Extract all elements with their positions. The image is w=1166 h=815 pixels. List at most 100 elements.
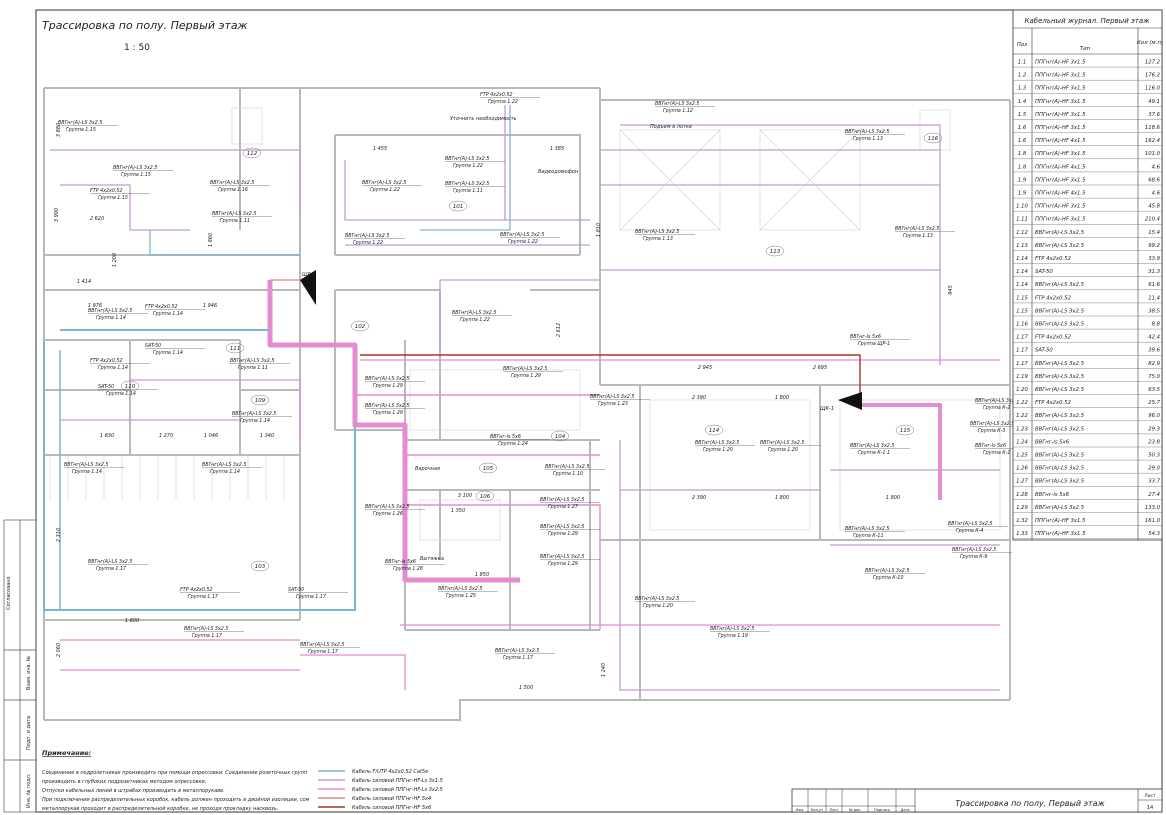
journal-row-type: ППГнг(А)-HF 3х1.5 — [1035, 60, 1086, 66]
room-marker — [250, 560, 270, 572]
room-marker — [120, 380, 140, 392]
journal-row-pos: 1.15 — [1016, 308, 1028, 314]
dimension-label: 3 100 — [458, 493, 472, 499]
cable-group-label: Группа 1.26 — [373, 511, 403, 517]
cable-group-label: Группа 1.11 — [238, 365, 268, 371]
cable-group-label: Группа К-3 — [978, 428, 1005, 434]
cable-group-label: Группа 1.17 — [296, 594, 326, 600]
room-number: 109 — [255, 398, 266, 404]
journal-row-type: ППГнг(А)-HF 3х1.5 — [1035, 73, 1086, 79]
journal-row-qty: 162.4 — [1145, 138, 1160, 144]
journal-row-type: ВВГнг-ls 5х6 — [1035, 492, 1070, 498]
room-marker — [448, 200, 468, 212]
cable-label: ВВГнг(А)-LS 3х2.5 — [710, 626, 754, 632]
journal-row-pos: 1.12 — [1016, 230, 1028, 236]
stamp-title: Трассировка по полу. Первый этаж — [955, 799, 1105, 808]
cable-group-label: Группа К-1.1 — [858, 450, 890, 456]
dimension-label: 1 800 — [775, 495, 789, 501]
journal-row-qty: 33.7 — [1148, 479, 1160, 485]
ceiling-cross — [759, 129, 861, 231]
journal-row-qty: 99.2 — [1148, 243, 1160, 249]
side-label-sign: Подп. и дата — [26, 716, 32, 750]
cable-group-label: Группа 1.14 — [240, 418, 270, 424]
legend-label: Кабель силовой ППГнг-HF 5х6 — [352, 805, 431, 811]
title-block: Изм. Кол.уч Лист № док. Подпись Дата Тра… — [791, 788, 1163, 813]
cable-group-label: Группа 1.29 — [511, 373, 541, 379]
room-marker — [895, 424, 915, 436]
annotation-text: Вытяжка — [420, 556, 444, 562]
cable-label: FTP 4х2х0.52 — [180, 587, 213, 593]
cable-label: ВВГнг(А)-LS 3х2.5 — [495, 648, 539, 654]
cable-label: ВВГнг(А)-LS 3х2.5 — [590, 394, 634, 400]
dimension-label: 1 976 — [88, 303, 102, 309]
side-label-replace: Взам. инв. № — [26, 655, 32, 690]
cable-group-label: Группа 1.13 — [853, 136, 883, 142]
journal-row-type: ВВГнг(А)-LS 3х2.5 — [1035, 479, 1085, 485]
cable-route — [405, 504, 601, 630]
cable-group-label: Группа К-2 — [983, 405, 1010, 411]
journal-row-type: FTP 4х2х0.52 — [1035, 256, 1072, 262]
legend-label: Кабель F/UTP 4х2х0.52 Cat5e — [352, 769, 428, 775]
journal-row-type: ППГнг(А)-HF 3х1.5 — [1035, 151, 1086, 157]
cable-label: SAT-50 — [145, 343, 161, 349]
journal-row-pos: 1.17 — [1016, 335, 1028, 341]
cable-label: ВВГнг(А)-LS 3х2.5 — [895, 226, 939, 232]
journal-row-pos: 1.24 — [1016, 439, 1028, 445]
journal-row-qty: 42.4 — [1148, 335, 1160, 341]
cable-label: ВВГнг(А)-LS 3х2.5 — [695, 440, 739, 446]
ceiling-cross — [619, 129, 721, 231]
drawing-scale: 1 : 50 — [124, 43, 150, 53]
journal-row-qty: 29.3 — [1148, 426, 1160, 432]
annotation-text: Варочная — [415, 466, 440, 472]
cable-group-label: Группа 1.19 — [718, 633, 748, 639]
cable-group-label: Группа К-9 — [960, 554, 987, 560]
journal-row-type: ВВГнг-ls 5х6 — [1035, 439, 1070, 445]
cable-group-label: Группа 1.17 — [192, 633, 222, 639]
journal-row-qty: 176.2 — [1145, 73, 1161, 79]
cable-routes — [43, 105, 1000, 691]
cable-group-label: Группа 1.29 — [548, 531, 578, 537]
annotation-text: ЩР-1 — [302, 272, 315, 278]
cable-group-label: Группа 1.11 — [220, 218, 250, 224]
wall-line — [44, 699, 600, 721]
cable-group-label: Группа 1.22 — [488, 99, 518, 105]
journal-row-type: ВВГнг(А)-LS 3х2.5 — [1035, 413, 1085, 419]
journal-row-type: FTP 4х2х0.52 — [1035, 335, 1072, 341]
room-number: 104 — [555, 434, 566, 440]
journal-row-type: ВВГнг(А)-LS 3х2.5 — [1035, 374, 1085, 380]
journal-row-type: SAT-50 — [1035, 269, 1053, 275]
journal-row-type: FTP 4х2х0.52 — [1035, 400, 1072, 406]
stamp-col-4: № док. — [849, 808, 862, 812]
cable-group-label: Группа 1.14 — [153, 311, 183, 317]
plan-details — [49, 107, 1001, 541]
annotation-text: Видеодомофон — [538, 169, 579, 175]
cable-route — [149, 230, 300, 256]
journal-row-qty: 23.8 — [1148, 439, 1160, 445]
room-marker — [475, 490, 495, 502]
cable-route — [344, 160, 590, 221]
journal-row-qty: 127.2 — [1145, 60, 1161, 66]
journal-row-qty: 54.3 — [1148, 531, 1160, 537]
journal-row-qty: 38.5 — [1148, 308, 1160, 314]
cable-label: ВВГнг(А)-LS 3х2.5 — [845, 526, 889, 532]
cable-label: ВВГнг(А)-LS 3х2.5 — [970, 421, 1014, 427]
dimension-label: 1 414 — [77, 279, 91, 285]
journal-row-qty: 15.4 — [1148, 230, 1160, 236]
journal-row-pos: 1.10 — [1016, 204, 1028, 210]
dimension-label: 1 455 — [373, 146, 387, 152]
journal-row-type: ППГнг(А)-HF 4х1.5 — [1035, 191, 1086, 197]
cable-label: ВВГнг(А)-LS 3х2.5 — [365, 376, 409, 382]
journal-row-pos: 1.14 — [1016, 282, 1028, 288]
cable-label: ВВГнг(А)-LS 3х2.5 — [365, 504, 409, 510]
cable-label: ВВГнг(А)-LS 3х2.5 — [452, 310, 496, 316]
cable-group-label: Группа 1.22 — [353, 240, 383, 246]
dimension-label: 1 240 — [601, 663, 607, 677]
cable-label: ВВГнг(А)-LS 3х2.5 — [445, 181, 489, 187]
journal-row-pos: 1.5 — [1018, 112, 1027, 118]
journal-row-type: ВВГнг(А)-LS 3х2.5 — [1035, 505, 1085, 511]
notes-line-1: Соединение в подрозетниках производить п… — [42, 770, 308, 776]
notes-title: Примечание: — [42, 749, 92, 757]
journal-row-qty: 133.0 — [1145, 505, 1161, 511]
cable-route — [860, 403, 942, 500]
cable-group-label: Группа 1.17 — [96, 566, 126, 572]
